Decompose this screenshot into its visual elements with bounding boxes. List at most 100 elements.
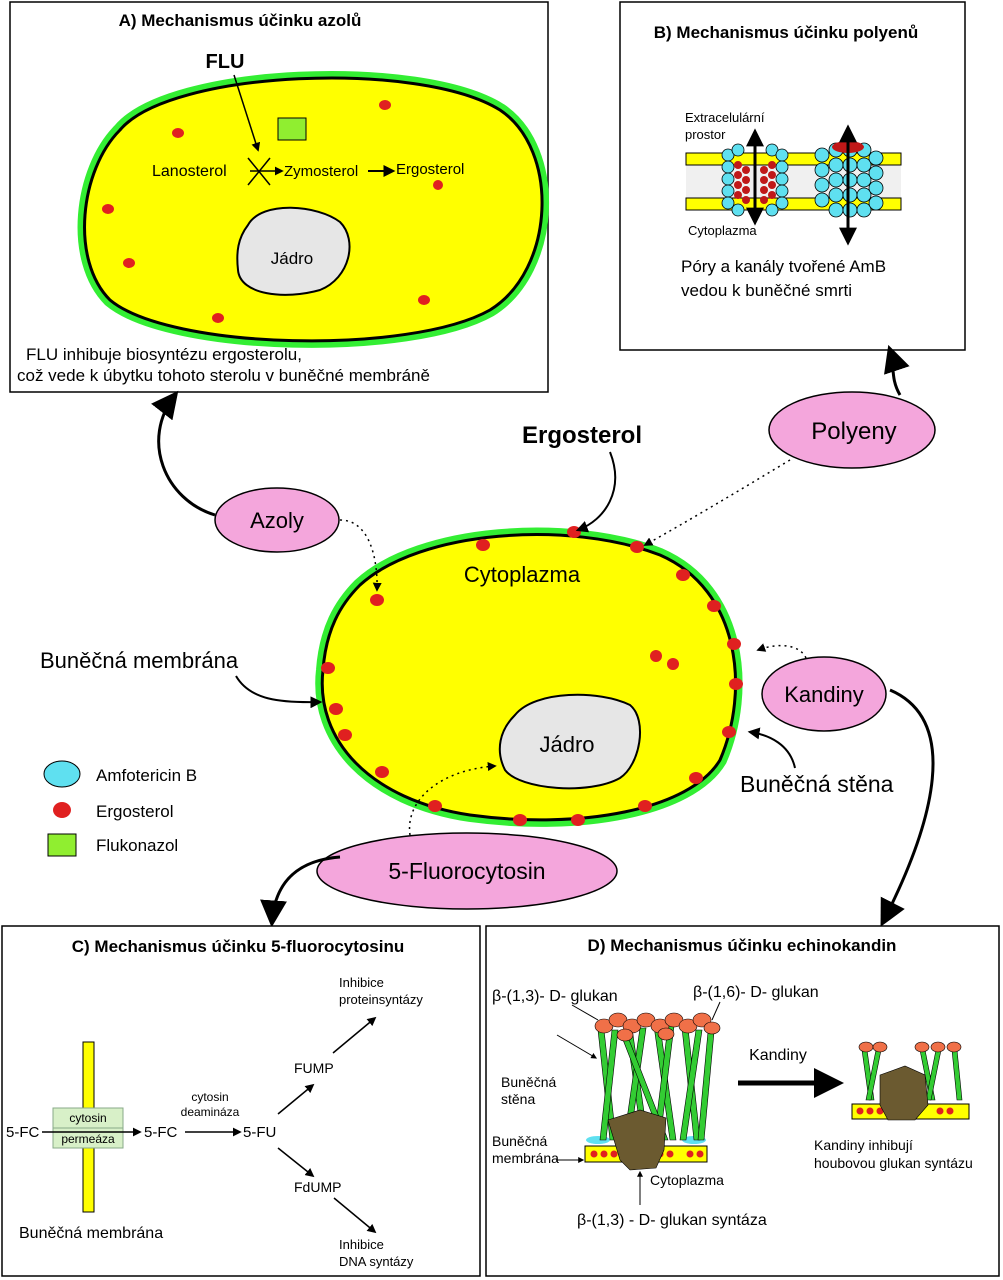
wall-label: Buněčná stěna	[740, 771, 894, 797]
panel-c: C) Mechanismus účinku 5-fluorocytosinu c…	[1, 925, 481, 1277]
panel-a-title: A) Mechanismus účinku azolů	[119, 11, 362, 30]
protein-inhibition-2: proteinsyntázy	[339, 992, 423, 1007]
panel-a-cell-membrane	[83, 76, 544, 343]
polyenes-to-panel-b-arrow	[884, 344, 910, 396]
glucan13-label: β-(1,3)- D- glukan	[492, 988, 618, 1005]
polyenes-target-arrow	[643, 459, 791, 546]
drug-candins[interactable]: Kandiny	[761, 656, 887, 732]
fluconazole-square	[277, 117, 307, 141]
legend-amb-swatch	[43, 760, 81, 788]
azoles-to-panel-a-arrow	[151, 390, 216, 517]
panel-d-cytoplasm-label: Cytoplazma	[650, 1172, 724, 1188]
center-ergosterol-label: Ergosterol	[522, 422, 642, 449]
panel-c-membrane-label: Buněčná membrána	[19, 1225, 163, 1242]
panel-b-caption-1: Póry a kanály tvořené AmB	[681, 257, 886, 276]
panel-c-title: C) Mechanismus účinku 5-fluorocytosinu	[72, 937, 405, 956]
glucan-heads	[594, 1012, 721, 1042]
permease-label: permeáza	[61, 1132, 115, 1146]
glucan16-label: β-(1,6)- D- glukan	[693, 984, 819, 1001]
glucan16-pointer	[711, 1001, 721, 1021]
deaminase-label-2: deamináza	[181, 1105, 240, 1119]
panel-d-membrane-label-2: membrána	[492, 1150, 559, 1166]
center-cytoplasm-label: Cytoplazma	[464, 562, 581, 587]
panel-b-caption-2: vedou k buněčné smrti	[681, 281, 852, 300]
deaminase-label-1: cytosin	[191, 1090, 228, 1104]
candins-label: Kandiny	[784, 682, 864, 707]
glucan-synthase-left	[607, 1109, 667, 1171]
wall-pointer	[747, 727, 796, 769]
azoles-label: Azoly	[250, 508, 304, 533]
panel-d-membrane-label-1: Buněčná	[492, 1133, 547, 1149]
inhibited-glucan-fibers	[861, 1049, 963, 1101]
glucan-synthase-inhibited	[879, 1065, 929, 1121]
legend-fluconazole-label: Flukonazol	[96, 836, 178, 855]
inhibited-glucan-heads	[858, 1041, 962, 1053]
panel-d-caption-1: Kandiny inhibují	[814, 1137, 913, 1153]
panel-a-nucleus-label: Jádro	[271, 249, 314, 268]
drug-azoles[interactable]: Azoly	[214, 487, 340, 553]
amb-pore-cross-section	[721, 128, 789, 226]
legend-amb-label: Amfotericin B	[96, 766, 197, 785]
center-cell: Jádro Cytoplazma	[315, 526, 743, 827]
zymosterol-label: Zymosterol	[284, 163, 358, 180]
panel-b: B) Mechanismus účinku polyenů	[619, 1, 966, 351]
candins-to-panel-d-arrow	[880, 688, 935, 927]
membrane-pointer	[235, 675, 323, 709]
lanosterol-label: Lanosterol	[152, 163, 227, 180]
center-ergosterol-dots	[321, 526, 743, 826]
protein-inhibition-1: Inhibice	[339, 975, 384, 990]
ergosterol-pointer	[575, 451, 617, 533]
panel-d: D) Mechanismus účinku echinokandin	[485, 925, 1000, 1277]
panel-a: A) Mechanismus účinku azolů Jádro FLU La…	[9, 1, 550, 393]
dna-inhibition-1: Inhibice	[339, 1237, 384, 1252]
center-nucleus-label: Jádro	[539, 732, 594, 757]
panel-d-wall-label-2: stěna	[501, 1091, 535, 1107]
center-nucleus	[498, 693, 642, 790]
panel-a-nucleus	[236, 206, 351, 296]
panel-d-membrane-ergosterol	[590, 1150, 704, 1158]
legend-ergosterol-swatch	[53, 802, 71, 818]
legend-ergosterol-label: Ergosterol	[96, 802, 173, 821]
legend-fluconazole-swatch	[47, 833, 77, 857]
panel-b-title: B) Mechanismus účinku polyenů	[654, 23, 919, 42]
panel-a-ergosterol-dots	[102, 100, 443, 323]
panel-d-candins-label: Kandiny	[749, 1047, 807, 1064]
dna-inhibition-2: DNA syntázy	[339, 1254, 414, 1269]
fc-left-label: 5-FC	[6, 1124, 40, 1141]
fluorocytosine-label: 5-Fluorocytosin	[388, 858, 545, 884]
panel-b-cytoplasm-label: Cytoplazma	[688, 223, 757, 238]
drug-polyenes[interactable]: Polyeny	[768, 391, 936, 469]
cytosin-label: cytosin	[69, 1111, 106, 1125]
membrane-label: Buněčná membrána	[40, 648, 239, 673]
panel-d-title: D) Mechanismus účinku echinokandin	[588, 936, 897, 955]
panel-a-caption-2: což vede k úbytku tohoto sterolu v buněč…	[17, 366, 430, 385]
panel-d-wall-label-1: Buněčná	[501, 1074, 556, 1090]
azoles-target-arrow	[339, 519, 382, 592]
drug-fluorocytosine[interactable]: 5-Fluorocytosin	[316, 832, 618, 910]
panel-a-caption-1: FLU inhibuje biosyntézu ergosterolu,	[26, 345, 302, 364]
panel-d-inhibited-ergosterol	[856, 1107, 954, 1115]
fdump-inhibition-arrow	[333, 1197, 377, 1234]
extracellular-label-2: prostor	[685, 127, 726, 142]
synthase-label: β-(1,3) - D- glukan syntáza	[577, 1212, 767, 1229]
glucan-fibers	[597, 1025, 715, 1141]
flu-arrow	[233, 74, 261, 152]
flu-label: FLU	[206, 51, 245, 73]
fdump-label: FdUMP	[294, 1179, 341, 1195]
extracellular-label-1: Extracelulární	[685, 110, 765, 125]
candins-target-arrow	[756, 643, 807, 659]
fump-label: FUMP	[294, 1060, 334, 1076]
fu-fdump-arrow	[277, 1147, 315, 1178]
fump-inhibition-arrow	[332, 1016, 377, 1054]
panel-d-caption-2: houbovou glukan syntázu	[814, 1155, 973, 1171]
panel-d-wall-pointer	[556, 1034, 598, 1059]
polyenes-label: Polyeny	[811, 418, 896, 445]
glucan13-pointer	[571, 1004, 599, 1021]
panel-a-ergosterol-label: Ergosterol	[396, 161, 464, 178]
fluorocytosine-to-panel-c-arrow	[260, 855, 341, 928]
fc-right-label: 5-FC	[144, 1124, 178, 1141]
legend: Amfotericin B Ergosterol Flukonazol	[43, 760, 197, 857]
fu-fump-arrow	[277, 1083, 315, 1115]
fu-label: 5-FU	[243, 1124, 276, 1141]
